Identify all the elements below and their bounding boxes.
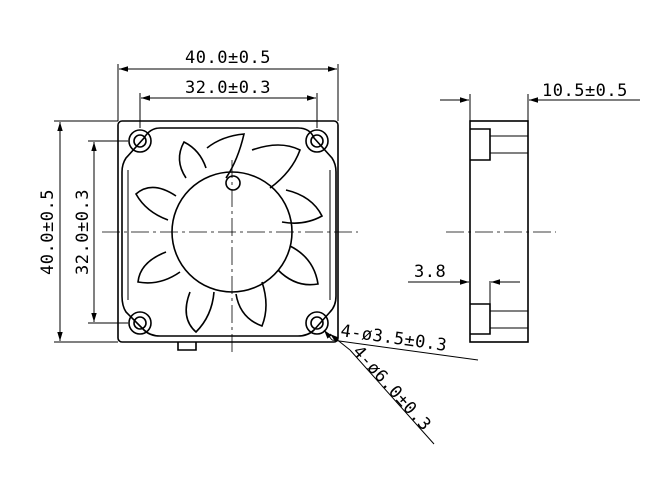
- hole-pitch-height-label: 32.0±0.3: [73, 189, 93, 275]
- hub-label-hole: [225, 175, 241, 191]
- boss-diameter-label: 4-ø6.0±0.3: [348, 342, 435, 435]
- mounting-hole-bottom-right: [305, 311, 329, 335]
- fan-blades: [134, 133, 324, 334]
- overall-height-label: 40.0±0.5: [38, 189, 58, 275]
- mounting-hole-top-right: [305, 129, 329, 153]
- flange-thickness-dimension: 3.8: [408, 262, 520, 285]
- hole-pitch-width-dimension: 32.0±0.3: [139, 78, 318, 128]
- overall-width-label: 40.0±0.5: [185, 48, 271, 68]
- hole-diameter-callout: 4-ø3.5±0.3: [323, 321, 479, 361]
- fan-frame-outline: [117, 120, 339, 343]
- hole-pitch-width-label: 32.0±0.3: [185, 78, 271, 98]
- fan-venturi-outline: [121, 127, 337, 337]
- mounting-hole-top-left: [128, 129, 152, 153]
- height-dimension: 40.0±0.5: [38, 120, 118, 343]
- thickness-label: 10.5±0.5: [542, 81, 628, 101]
- flange-thickness-label: 3.8: [414, 262, 446, 282]
- mounting-hole-bottom-left: [128, 311, 152, 335]
- side-profile-outline: [469, 120, 529, 343]
- front-view: [102, 120, 358, 356]
- hole-pitch-height-dimension: 32.0±0.3: [73, 140, 128, 324]
- side-view: [446, 120, 556, 343]
- width-dimension: 40.0±0.5: [117, 48, 339, 121]
- thickness-dimension: 10.5±0.5: [440, 81, 640, 121]
